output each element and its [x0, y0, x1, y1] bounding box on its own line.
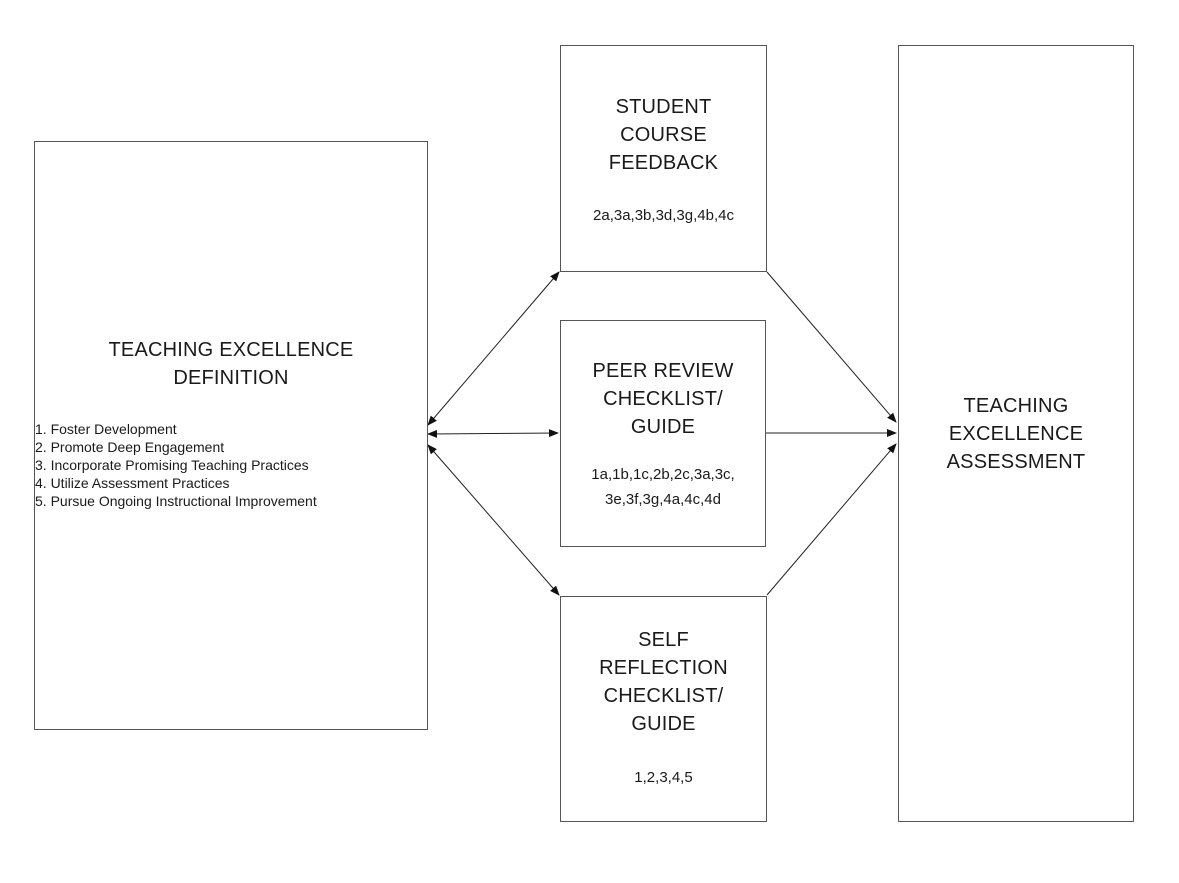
peer-review-title-line: CHECKLIST/	[603, 388, 723, 410]
self-reflection-codes: 1,2,3,4,5	[561, 765, 766, 790]
definition-list-item: 3. Incorporate Promising Teaching Practi…	[35, 457, 309, 473]
student-feedback-codes-line: 2a,3a,3b,3d,3g,4b,4c	[593, 207, 734, 224]
student-feedback-title-line: COURSE	[620, 124, 707, 146]
definition-list-item: 2. Promote Deep Engagement	[35, 439, 225, 455]
student-feedback-codes: 2a,3a,3b,3d,3g,4b,4c	[561, 203, 766, 228]
peer-review-codes-line: 1a,1b,1c,2b,2c,3a,3c,	[591, 466, 735, 483]
peer-review-title-line: GUIDE	[630, 416, 696, 438]
definition-list-item: 4. Utilize Assessment Practices	[35, 475, 230, 491]
student-feedback-title-line: FEEDBACK	[608, 152, 719, 174]
arrow-definition-peer-review	[427, 429, 559, 438]
assessment-title-line: ASSESSMENT	[946, 451, 1086, 473]
definition-title-line: DEFINITION	[173, 367, 289, 389]
arrow-definition-self-reflection	[427, 444, 560, 596]
self-reflection-title-line: GUIDE	[631, 713, 696, 735]
self-reflection-title-line: SELF	[638, 629, 689, 651]
assessment-title-line: EXCELLENCE	[948, 423, 1084, 445]
arrow-student-feedback-assessment	[766, 271, 897, 423]
definition-title-line: TEACHING EXCELLENCE	[108, 339, 354, 361]
arrow-self-reflection-assessment	[766, 443, 897, 596]
peer-review-title: PEER REVIEW CHECKLIST/ GUIDE	[561, 357, 765, 441]
self-reflection-title: SELF REFLECTION CHECKLIST/ GUIDE	[561, 626, 766, 738]
definition-list: 1. Foster Development 2. Promote Deep En…	[35, 420, 317, 510]
peer-review-box: PEER REVIEW CHECKLIST/ GUIDE 1a,1b,1c,2b…	[560, 320, 766, 547]
student-feedback-title-line: STUDENT	[615, 96, 712, 118]
student-feedback-box: STUDENT COURSE FEEDBACK 2a,3a,3b,3d,3g,4…	[560, 45, 767, 272]
definition-title: TEACHING EXCELLENCE DEFINITION	[35, 336, 427, 392]
definition-list-item: 5. Pursue Ongoing Instructional Improvem…	[35, 493, 317, 509]
definition-list-item: 1. Foster Development	[35, 421, 177, 437]
student-feedback-title: STUDENT COURSE FEEDBACK	[561, 93, 766, 177]
arrow-definition-student-feedback	[427, 271, 560, 426]
assessment-title: TEACHING EXCELLENCE ASSESSMENT	[899, 392, 1133, 476]
peer-review-codes: 1a,1b,1c,2b,2c,3a,3c, 3e,3f,3g,4a,4c,4d	[561, 462, 765, 512]
definition-box: TEACHING EXCELLENCE DEFINITION 1. Foster…	[34, 141, 428, 730]
self-reflection-codes-line: 1,2,3,4,5	[634, 769, 693, 786]
assessment-box: TEACHING EXCELLENCE ASSESSMENT	[898, 45, 1134, 822]
self-reflection-box: SELF REFLECTION CHECKLIST/ GUIDE 1,2,3,4…	[560, 596, 767, 822]
self-reflection-title-line: REFLECTION	[599, 657, 728, 679]
self-reflection-title-line: CHECKLIST/	[603, 685, 724, 707]
peer-review-codes-line: 3e,3f,3g,4a,4c,4d	[605, 491, 721, 508]
peer-review-title-line: PEER REVIEW	[592, 360, 734, 382]
assessment-title-line: TEACHING	[963, 395, 1069, 417]
